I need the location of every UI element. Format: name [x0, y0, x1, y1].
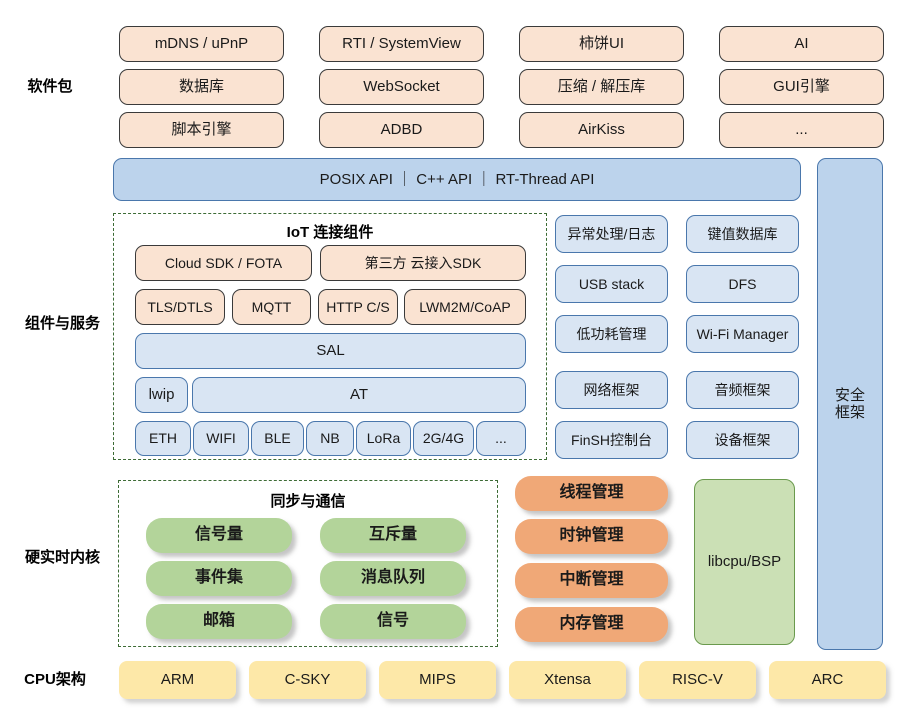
iot-proto-box[interactable]: HTTP C/S [318, 289, 398, 325]
service-box[interactable]: DFS [686, 265, 799, 303]
iot-lwip-box[interactable]: lwip [135, 377, 188, 413]
sync-box[interactable]: 互斥量 [320, 518, 466, 553]
iot-link-box[interactable]: NB [306, 421, 354, 456]
iot-link-box[interactable]: ... [476, 421, 526, 456]
service-box[interactable]: 低功耗管理 [555, 315, 668, 353]
libcpu-bsp-box[interactable]: libcpu/BSP [694, 479, 795, 645]
package-box[interactable]: ADBD [319, 112, 484, 148]
sync-comm-group [118, 480, 498, 647]
package-box[interactable]: AI [719, 26, 884, 62]
package-box[interactable]: GUI引擎 [719, 69, 884, 105]
api-bar[interactable]: POSIX API ｜ C++ API ｜ RT-Thread API [113, 158, 801, 201]
package-box[interactable]: WebSocket [319, 69, 484, 105]
iot-link-box[interactable]: BLE [251, 421, 304, 456]
security-framework-line2: 框架 [834, 404, 865, 421]
sync-box[interactable]: 邮箱 [146, 604, 292, 639]
package-box[interactable]: RTI / SystemView [319, 26, 484, 62]
cpu-arch-box[interactable]: RISC-V [639, 661, 756, 699]
service-box[interactable]: Wi-Fi Manager [686, 315, 799, 353]
cpu-arch-box[interactable]: Xtensa [509, 661, 626, 699]
kernel-manager-box[interactable]: 时钟管理 [515, 519, 668, 554]
iot-link-box[interactable]: LoRa [356, 421, 411, 456]
cpu-arch-box[interactable]: ARC [769, 661, 886, 699]
sync-box[interactable]: 信号量 [146, 518, 292, 553]
row-label-hard-realtime-kernel: 硬实时内核 [24, 549, 100, 566]
iot-link-box[interactable]: 2G/4G [413, 421, 474, 456]
security-framework-line1: 安全 [834, 386, 865, 404]
sync-box[interactable]: 信号 [320, 604, 466, 639]
package-box[interactable]: 柿饼UI [519, 26, 684, 62]
sync-comm-title: 同步与通信 [270, 493, 346, 510]
package-box[interactable]: mDNS / uPnP [119, 26, 284, 62]
package-box[interactable]: 压缩 / 解压库 [519, 69, 684, 105]
service-box[interactable]: 键值数据库 [686, 215, 799, 253]
iot-cloud-sdk-box[interactable]: Cloud SDK / FOTA [135, 245, 312, 281]
service-box[interactable]: FinSH控制台 [555, 421, 668, 459]
package-box[interactable]: AirKiss [519, 112, 684, 148]
package-box[interactable]: ... [719, 112, 884, 148]
kernel-manager-box[interactable]: 内存管理 [515, 607, 668, 642]
iot-link-box[interactable]: ETH [135, 421, 191, 456]
package-box[interactable]: 脚本引擎 [119, 112, 284, 148]
security-framework-box[interactable]: 安全 框架 [817, 158, 883, 650]
iot-proto-box[interactable]: LWM2M/CoAP [404, 289, 526, 325]
service-box[interactable]: 网络框架 [555, 371, 668, 409]
row-label-components-services: 组件与服务 [24, 315, 100, 332]
row-label-software-packages: 软件包 [27, 78, 73, 95]
iot-proto-box[interactable]: TLS/DTLS [135, 289, 225, 325]
iot-group-title: IoT 连接组件 [286, 224, 374, 241]
cpu-arch-box[interactable]: MIPS [379, 661, 496, 699]
iot-at-box[interactable]: AT [192, 377, 526, 413]
service-box[interactable]: 设备框架 [686, 421, 799, 459]
row-label-cpu-arch: CPU架构 [24, 671, 86, 688]
cpu-arch-box[interactable]: C-SKY [249, 661, 366, 699]
service-box[interactable]: 音频框架 [686, 371, 799, 409]
service-box[interactable]: 异常处理/日志 [555, 215, 668, 253]
service-box[interactable]: USB stack [555, 265, 668, 303]
cpu-arch-box[interactable]: ARM [119, 661, 236, 699]
iot-third-party-sdk-box[interactable]: 第三方 云接入SDK [320, 245, 526, 281]
iot-connect-group [113, 213, 547, 460]
iot-sal-box[interactable]: SAL [135, 333, 526, 369]
kernel-manager-box[interactable]: 线程管理 [515, 476, 668, 511]
iot-proto-box[interactable]: MQTT [232, 289, 311, 325]
iot-link-box[interactable]: WIFI [193, 421, 249, 456]
sync-box[interactable]: 事件集 [146, 561, 292, 596]
sync-box[interactable]: 消息队列 [320, 561, 466, 596]
kernel-manager-box[interactable]: 中断管理 [515, 563, 668, 598]
package-box[interactable]: 数据库 [119, 69, 284, 105]
